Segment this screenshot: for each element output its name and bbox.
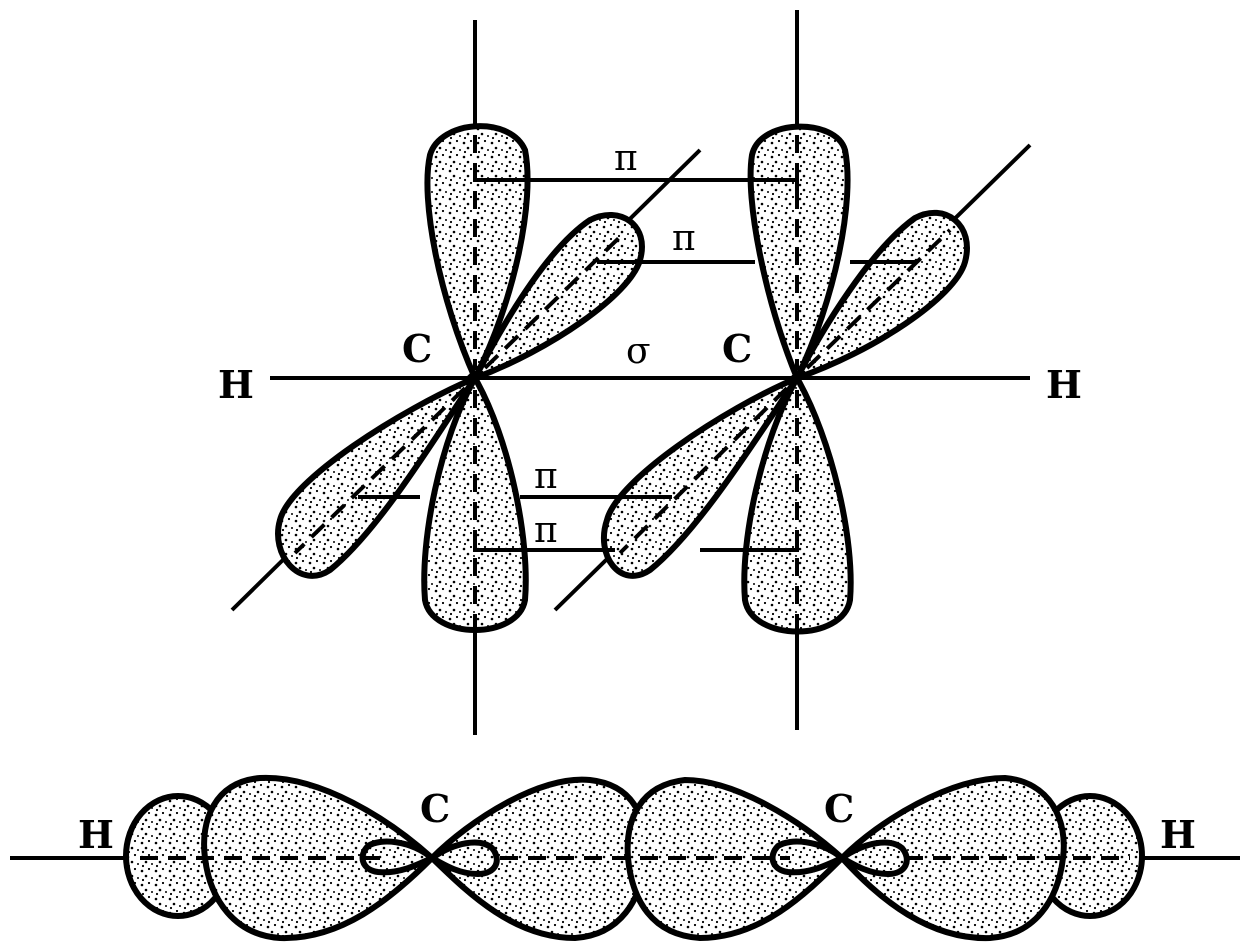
sp-orbital-small-lobe — [769, 838, 848, 876]
h-right-label: H — [1046, 362, 1082, 407]
pi-bond-connector-upper-front — [473, 165, 799, 198]
orbital-axis-dash — [293, 386, 467, 555]
h-left-label: H — [218, 362, 254, 407]
h-right-label: H — [1160, 812, 1196, 857]
pi-label-upper-front: π — [614, 138, 638, 179]
p-orbital-lobe-right-vertical-up — [747, 123, 851, 386]
pi-label-lower-back: π — [534, 510, 558, 551]
c-left-label: C — [420, 786, 450, 831]
c-left-label: C — [402, 326, 432, 371]
sp-orbital-small-lobe — [359, 838, 438, 876]
pi-label-lower-front: π — [534, 456, 558, 497]
pi-label-upper-back: π — [672, 218, 696, 259]
c-right-label: C — [824, 786, 854, 831]
sp-orbital-small-lobe — [836, 839, 910, 878]
bottom-sigma-bond-diagram: H C C H — [10, 774, 1240, 942]
p-orbital-lobe-left-vertical-up — [424, 123, 531, 385]
pi-bond-connector-lower-back — [473, 537, 615, 552]
h-left-label: H — [78, 812, 114, 857]
c-right-label: C — [722, 326, 752, 371]
orbital-axis-dash — [805, 228, 952, 370]
orbital-axis-dash — [483, 230, 627, 370]
sigma-label: σ — [626, 331, 651, 372]
sp-orbital-small-lobe — [426, 839, 500, 878]
top-pi-bond-diagram: H C C H σ π π π π — [218, 10, 1082, 735]
orbital-axis-dash — [618, 386, 789, 555]
p-orbital-lobe-left-diagonal-down — [275, 371, 484, 579]
p-orbital-lobe-right-diagonal-down — [600, 371, 806, 579]
pi-bond-connector-lower-back-right — [700, 537, 799, 552]
